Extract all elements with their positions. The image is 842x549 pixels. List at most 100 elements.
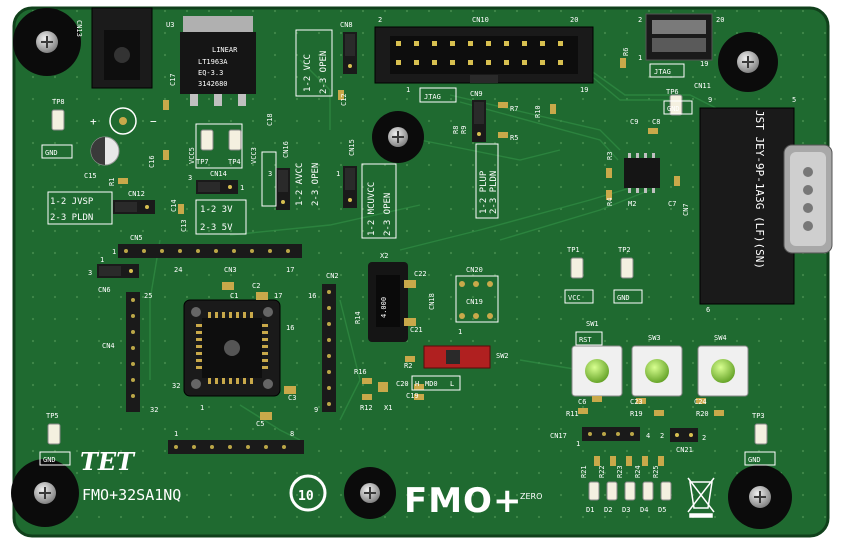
maker-logo: TET [80, 447, 136, 476]
label-x1: X1 [384, 404, 392, 412]
label-sw2: SW2 [496, 352, 509, 360]
brand-logo: FMO+ [404, 481, 522, 521]
pin-cn4-32: 32 [150, 406, 158, 414]
label-cn5: CN5 [130, 234, 143, 242]
pin-cn11-1: 1 [638, 54, 642, 62]
pin-cn3-1: 1 [174, 430, 178, 438]
test-points [47, 94, 768, 445]
jumper-cn14[interactable] [196, 180, 238, 194]
label-r21: R21 [580, 465, 588, 478]
push-button-sw3[interactable] [631, 345, 683, 397]
electrolytic-capacitor [90, 136, 120, 166]
copper-traces [149, 59, 721, 441]
label-r4: R4 [606, 198, 614, 206]
label-cn21: CN21 [676, 446, 693, 454]
pin-cn11-20: 20 [716, 16, 724, 24]
jtag-pins [396, 41, 563, 65]
crystal-x2 [368, 262, 408, 342]
label-c12: C12 [340, 93, 348, 106]
label-cn7: CN7 [682, 203, 690, 216]
label-cn9-opt1: 1-2 PLUP [479, 170, 489, 214]
label-tp2: TP2 [618, 246, 631, 254]
label-c18: C18 [266, 113, 274, 126]
label-rst: RST [579, 336, 592, 344]
label-cn8: CN8 [340, 21, 353, 29]
label-cn8-opt1: 1-2 VCC [303, 54, 313, 92]
pin-cn17-2: 2 [660, 432, 664, 440]
ic-m2 [624, 158, 660, 188]
jumper-cn12[interactable] [113, 200, 155, 214]
label-c24: C24 [694, 398, 707, 406]
pin-socket-16: 16 [286, 324, 294, 332]
pin-cn11-19: 19 [700, 60, 708, 68]
label-gnd-tp2: GND [617, 294, 630, 302]
label-c20: C20 [396, 380, 409, 388]
label-r6: R6 [622, 48, 630, 56]
label-c14: C14 [170, 199, 178, 212]
label-cn12-opt1: 1-2 JVSP [50, 197, 94, 207]
mode-slide-switch[interactable] [423, 345, 491, 369]
pin-cn10-1: 1 [406, 86, 410, 94]
pin-cn15-1: 1 [336, 170, 340, 178]
pin-cn4-25: 25 [144, 292, 152, 300]
label-gnd-tp8: GND [45, 149, 58, 157]
label-r2: R2 [404, 362, 412, 370]
pin-cn10-20: 20 [570, 16, 578, 24]
jumper-cn6[interactable] [97, 264, 139, 278]
board-model-name: FMO+32SA1NQ [82, 486, 181, 504]
voltage-regulator [180, 16, 256, 106]
smd-components [118, 58, 724, 466]
label-r8: R8 [452, 126, 460, 134]
pin-cn14-3: 3 [188, 174, 192, 182]
pin-socket-1: 1 [200, 404, 204, 412]
label-r3: R3 [606, 152, 614, 160]
label-c1: C1 [230, 292, 238, 300]
label-m2: M2 [628, 200, 636, 208]
label-cn12-opt2: 2-3 PLDN [50, 213, 93, 223]
label-vcc5: VCC5 [188, 147, 196, 164]
label-c16: C16 [148, 155, 156, 168]
label-tp7: TP7 [196, 158, 209, 166]
jumper-cn16[interactable] [276, 168, 290, 210]
dc-power-jack [91, 7, 153, 89]
label-sw2-h: H [415, 380, 419, 388]
pin-cn6-1: 1 [100, 256, 104, 264]
reset-button-sw1[interactable] [571, 345, 623, 397]
jumper-cn8[interactable] [343, 32, 357, 74]
db9-connector [699, 107, 833, 305]
push-button-sw4[interactable] [697, 345, 749, 397]
label-c17: C17 [169, 73, 177, 86]
jumper-cn21[interactable] [670, 428, 698, 442]
pin-cn16-3: 3 [268, 170, 272, 178]
db9-marking: JST JEY-9P-1A3G (LF)(SN) [753, 110, 766, 269]
pin-db9-5: 5 [792, 96, 796, 104]
pin-cn10-2: 2 [378, 16, 382, 24]
label-u3: U3 [166, 21, 174, 29]
label-cn3: CN3 [224, 266, 237, 274]
silk-boxes [39, 29, 776, 466]
label-r22: R22 [598, 465, 606, 478]
weee-bin-icon [687, 477, 715, 518]
jumper-cn15[interactable] [343, 166, 357, 208]
label-cn19: CN19 [466, 298, 483, 306]
pin-cn2-16: 16 [308, 292, 316, 300]
label-c3: C3 [288, 394, 296, 402]
label-cn14-opt1: 1-2 3V [200, 205, 233, 215]
mounting-hole-bottom [344, 467, 396, 519]
label-tp1: TP1 [567, 246, 580, 254]
label-cn10: CN10 [472, 16, 489, 24]
label-cn14-opt2: 2-3 5V [200, 223, 233, 233]
pin-cn14-1: 1 [240, 184, 244, 192]
label-c7: C7 [668, 200, 676, 208]
pin-cn10-19: 19 [580, 86, 588, 94]
mounting-hole-tr [718, 32, 778, 92]
board-dot-pattern [14, 8, 828, 536]
label-c15: C15 [84, 172, 97, 180]
label-tp4: TP4 [228, 158, 241, 166]
jumper-cn9[interactable] [472, 100, 486, 142]
svg-text:−: − [150, 115, 157, 128]
label-cn20: CN20 [466, 266, 483, 274]
label-sw1: SW1 [586, 320, 599, 328]
